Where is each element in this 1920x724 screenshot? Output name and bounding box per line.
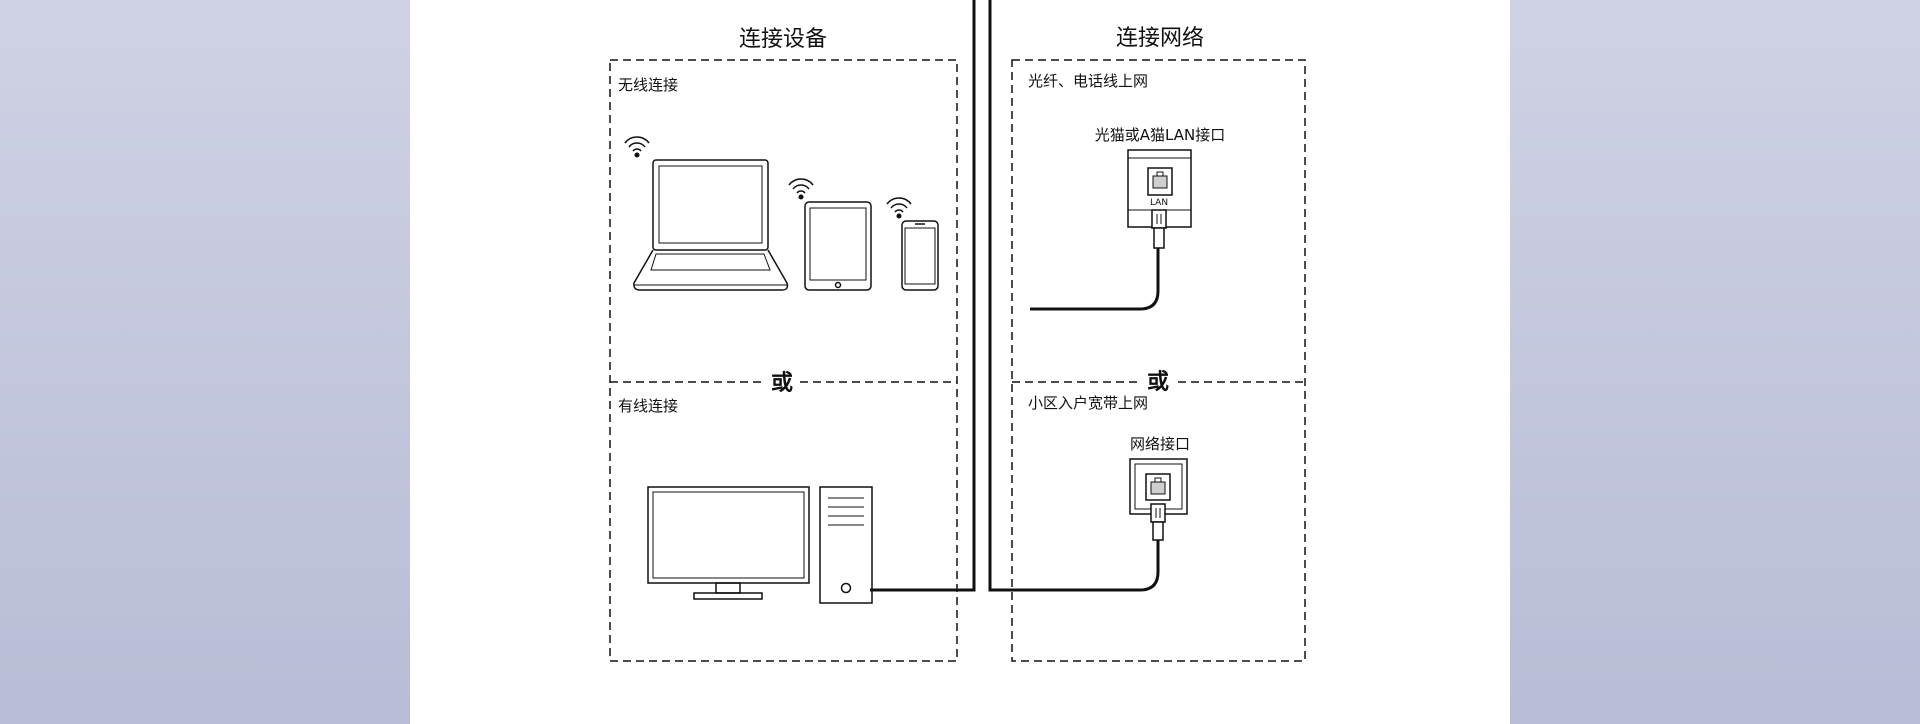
lan-port-label: 光猫或A猫LAN接口: [1095, 126, 1225, 144]
left-dashed-box: [609, 59, 958, 662]
right-dashed-box: [1011, 59, 1306, 662]
monitor-icon: [647, 486, 810, 600]
device-cable: [870, 0, 976, 592]
left-background: [0, 0, 410, 724]
right-or-separator: 或: [1147, 369, 1169, 395]
wireless-label: 无线连接: [618, 76, 678, 94]
right-background: [1510, 0, 1920, 724]
right-column-title: 连接网络: [1116, 26, 1204, 51]
broadband-label: 小区入户宽带上网: [1028, 394, 1148, 412]
left-or-separator: 或: [771, 370, 793, 396]
left-column-title: 连接设备: [739, 27, 827, 52]
tablet-icon: [804, 201, 872, 291]
diagram-panel: [410, 0, 1510, 724]
wifi-icon-tablet: [788, 178, 814, 200]
wifi-icon-laptop: [624, 136, 650, 158]
computer-tower-icon: [819, 486, 873, 604]
wifi-icon-phone: [886, 197, 912, 219]
fiber-cable: [1030, 248, 1160, 311]
network-port-label: 网络接口: [1130, 435, 1190, 453]
wired-label: 有线连接: [618, 397, 678, 415]
lan-port-tag: LAN: [1150, 198, 1168, 208]
laptop-icon: [633, 159, 789, 291]
broadband-cable: [988, 0, 1160, 592]
fiber-label: 光纤、电话线上网: [1028, 72, 1148, 90]
phone-icon: [901, 220, 939, 291]
ethernet-plug-fiber-icon: [1151, 209, 1167, 249]
ethernet-plug-broadband-icon: [1150, 503, 1166, 541]
